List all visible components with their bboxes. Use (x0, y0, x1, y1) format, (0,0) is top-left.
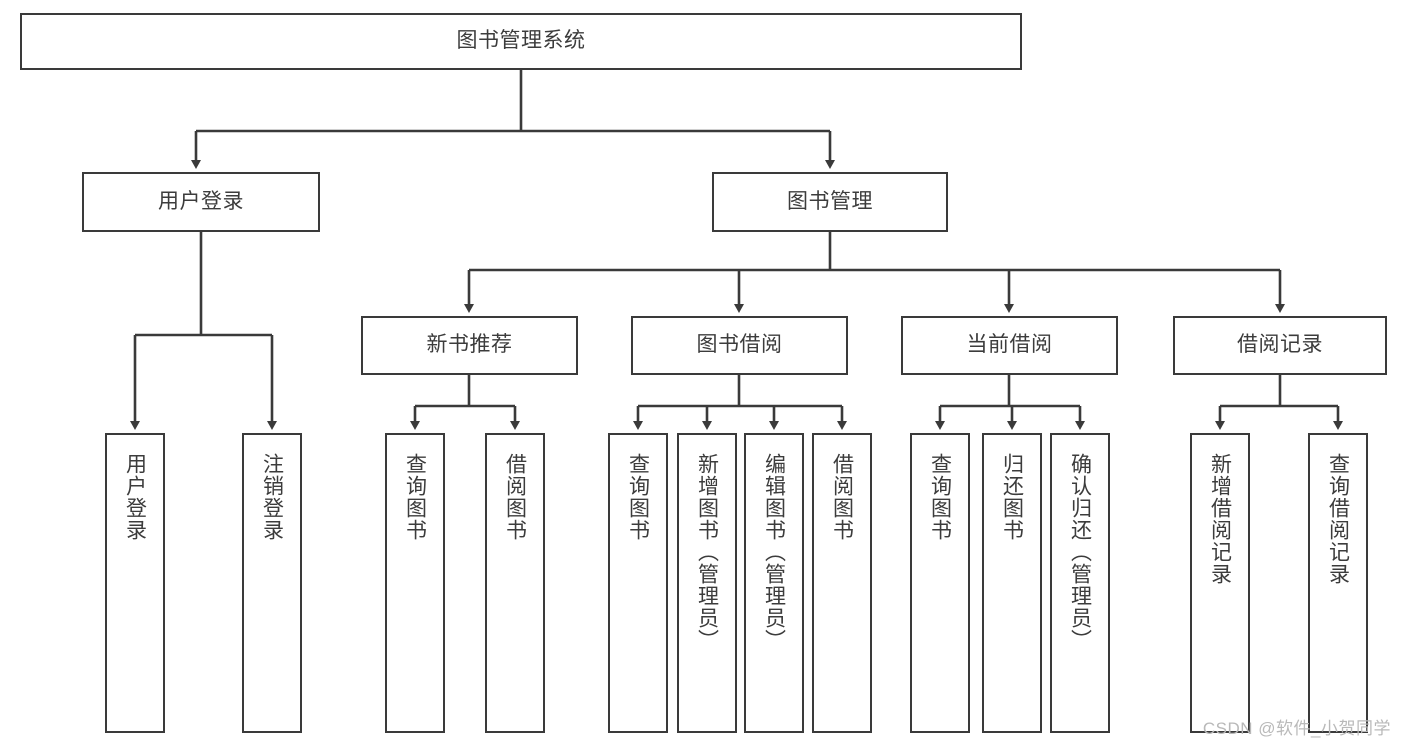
node-leaf-query-book-3[interactable]: 查询图书 (910, 433, 970, 733)
node-new-book-rec[interactable]: 新书推荐 (361, 316, 578, 375)
node-leaf-query-record[interactable]: 查询借阅记录 (1308, 433, 1368, 733)
node-leaf-query-book-2[interactable]: 查询图书 (608, 433, 668, 733)
node-label: 用户登录 (158, 189, 244, 213)
node-label: 用户登录 (123, 453, 147, 541)
node-label: 注销登录 (260, 453, 284, 541)
edge-new-book-rec-bus (410, 375, 520, 430)
edge-borrow-record-bus (1215, 375, 1343, 430)
node-label: 图书管理 (787, 189, 873, 213)
node-label: 新书推荐 (426, 333, 513, 357)
edge-root-bus (191, 70, 835, 169)
csdn-watermark: CSDN @软件_小贺同学 (1202, 719, 1391, 738)
node-label: 查询图书 (928, 453, 952, 541)
node-leaf-edit-book[interactable]: 编辑图书（管理员） (744, 433, 804, 733)
node-label: 借阅记录 (1237, 333, 1323, 357)
node-label: 借阅图书 (830, 453, 854, 541)
node-label: 查询借阅记录 (1326, 453, 1350, 585)
node-book-manage[interactable]: 图书管理 (712, 172, 948, 232)
node-user-login[interactable]: 用户登录 (82, 172, 320, 232)
node-leaf-return-book[interactable]: 归还图书 (982, 433, 1042, 733)
node-root-book-management-system[interactable]: 图书管理系统 (20, 13, 1022, 70)
node-label: 查询图书 (403, 453, 427, 541)
node-label: 确认归还（管理员） (1068, 453, 1092, 651)
node-label: 归还图书 (1000, 453, 1024, 541)
node-label: 图书借阅 (696, 333, 783, 357)
edge-book-manage-bus (464, 232, 1285, 313)
node-book-borrow[interactable]: 图书借阅 (631, 316, 848, 375)
node-label: 当前借阅 (966, 333, 1053, 357)
node-current-borrow[interactable]: 当前借阅 (901, 316, 1118, 375)
node-label: 编辑图书（管理员） (762, 453, 786, 651)
node-label: 新增借阅记录 (1208, 453, 1232, 585)
node-leaf-confirm-return[interactable]: 确认归还（管理员） (1050, 433, 1110, 733)
node-label: 借阅图书 (503, 453, 527, 541)
edge-current-borrow-bus (935, 375, 1085, 430)
node-leaf-user-logout[interactable]: 注销登录 (242, 433, 302, 733)
node-leaf-borrow-book-1[interactable]: 借阅图书 (485, 433, 545, 733)
node-leaf-add-record[interactable]: 新增借阅记录 (1190, 433, 1250, 733)
edge-book-borrow-bus (633, 375, 847, 430)
node-leaf-query-book-1[interactable]: 查询图书 (385, 433, 445, 733)
node-leaf-user-login[interactable]: 用户登录 (105, 433, 165, 733)
node-label: 查询图书 (626, 453, 650, 541)
node-borrow-record[interactable]: 借阅记录 (1173, 316, 1387, 375)
node-leaf-add-book[interactable]: 新增图书（管理员） (677, 433, 737, 733)
node-label: 新增图书（管理员） (695, 453, 719, 651)
node-leaf-borrow-book-2[interactable]: 借阅图书 (812, 433, 872, 733)
edge-user-login-bus (130, 232, 277, 430)
node-label: 图书管理系统 (456, 29, 586, 53)
